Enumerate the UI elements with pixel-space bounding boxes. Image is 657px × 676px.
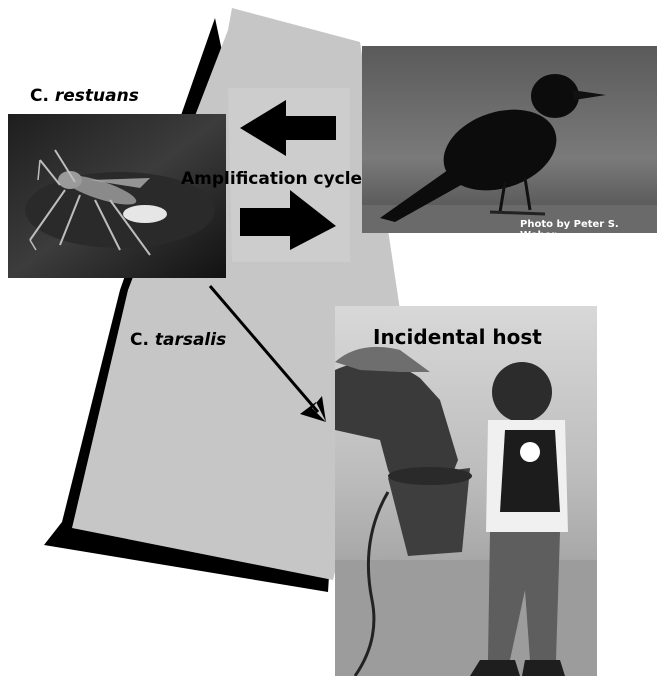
restuans-species: restuans	[55, 86, 139, 106]
tarsalis-species: tarsalis	[155, 330, 226, 350]
crow-photo	[362, 46, 657, 233]
label-amplification-cycle: Amplification cycle	[181, 169, 362, 189]
mosquito-photo	[8, 114, 226, 278]
child-feeding-horse-photo	[335, 306, 597, 676]
photo-credit: Photo by Peter S. Weber	[520, 219, 657, 241]
label-c-tarsalis: C. tarsalis	[130, 330, 226, 350]
label-incidental-host: Incidental host	[373, 325, 542, 349]
restuans-prefix: C.	[30, 86, 55, 106]
label-c-restuans: C. restuans	[30, 86, 139, 106]
tarsalis-prefix: C.	[130, 330, 155, 350]
